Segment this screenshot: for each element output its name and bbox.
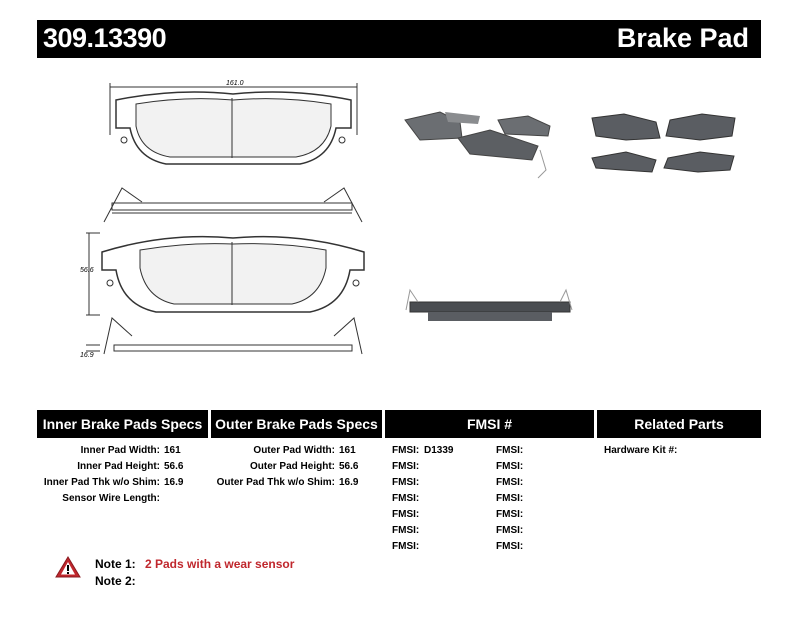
fmsi-label: FMSI: <box>392 493 420 504</box>
hardware-kit-label: Hardware Kit #: <box>604 445 678 456</box>
pad-profile-bottom <box>86 317 363 355</box>
inner-pad-height-value: 56.6 <box>164 461 184 472</box>
outer-pad-thickness-value: 16.9 <box>339 477 359 488</box>
inner-pad-thickness-value: 16.9 <box>164 477 184 488</box>
fmsi-label: FMSI: <box>392 445 420 456</box>
fmsi-label: FMSI: <box>496 445 524 456</box>
sensor-wire-length-label: Sensor Wire Length: <box>62 493 160 504</box>
fmsi-label: FMSI: <box>392 477 420 488</box>
note-1-value: 2 Pads with a wear sensor <box>145 557 295 571</box>
fmsi-label: FMSI: <box>496 525 524 536</box>
inner-specs-header: Inner Brake Pads Specs <box>37 410 208 438</box>
pad-outline-bottom <box>86 232 365 316</box>
product-photo-side <box>405 288 573 321</box>
inner-pad-height-label: Inner Pad Height: <box>77 461 160 472</box>
product-photo-angled <box>404 111 551 179</box>
product-type: Brake Pad <box>616 23 749 53</box>
title-bar: 309.13390 Brake Pad <box>37 20 761 58</box>
outer-pad-thickness-label: Outer Pad Thk w/o Shim: <box>216 477 335 488</box>
fmsi-label: FMSI: <box>392 509 420 520</box>
fmsi-label: FMSI: <box>392 461 420 472</box>
product-photo-flat <box>591 113 736 173</box>
fmsi-label: FMSI: <box>496 509 524 520</box>
inner-pad-width-value: 161 <box>164 445 181 456</box>
width-dimension-label: 161.0 <box>226 80 244 87</box>
fmsi-label: FMSI: <box>392 541 420 552</box>
pad-outline-top <box>109 83 358 165</box>
note-2-label: Note 2: <box>95 574 136 588</box>
fmsi-label: FMSI: <box>392 525 420 536</box>
warning-icon <box>55 556 81 578</box>
outer-specs-header: Outer Brake Pads Specs <box>211 410 382 438</box>
fmsi-label: FMSI: <box>496 493 524 504</box>
outer-pad-width-label: Outer Pad Width: <box>253 445 335 456</box>
related-parts-header: Related Parts <box>597 410 761 438</box>
inner-pad-width-label: Inner Pad Width: <box>80 445 160 456</box>
fmsi-label: FMSI: <box>496 461 524 472</box>
fmsi-label: FMSI: <box>496 477 524 488</box>
fmsi-header: FMSI # <box>385 410 594 438</box>
note-1-label: Note 1: <box>95 557 136 571</box>
outer-pad-height-value: 56.6 <box>339 461 359 472</box>
fmsi-label: FMSI: <box>496 541 524 552</box>
outer-pad-height-label: Outer Pad Height: <box>249 461 335 472</box>
outer-pad-width-value: 161 <box>339 445 356 456</box>
height-dimension-label: 56.6 <box>80 267 94 274</box>
thickness-dimension-label: 16.9 <box>80 352 94 359</box>
technical-drawings: 161.0 56.6 16.9 <box>80 80 736 359</box>
fmsi-value: D1339 <box>424 445 454 456</box>
inner-pad-thickness-label: Inner Pad Thk w/o Shim: <box>43 477 160 488</box>
pad-profile-top <box>103 187 363 223</box>
part-number: 309.13390 <box>43 23 167 53</box>
